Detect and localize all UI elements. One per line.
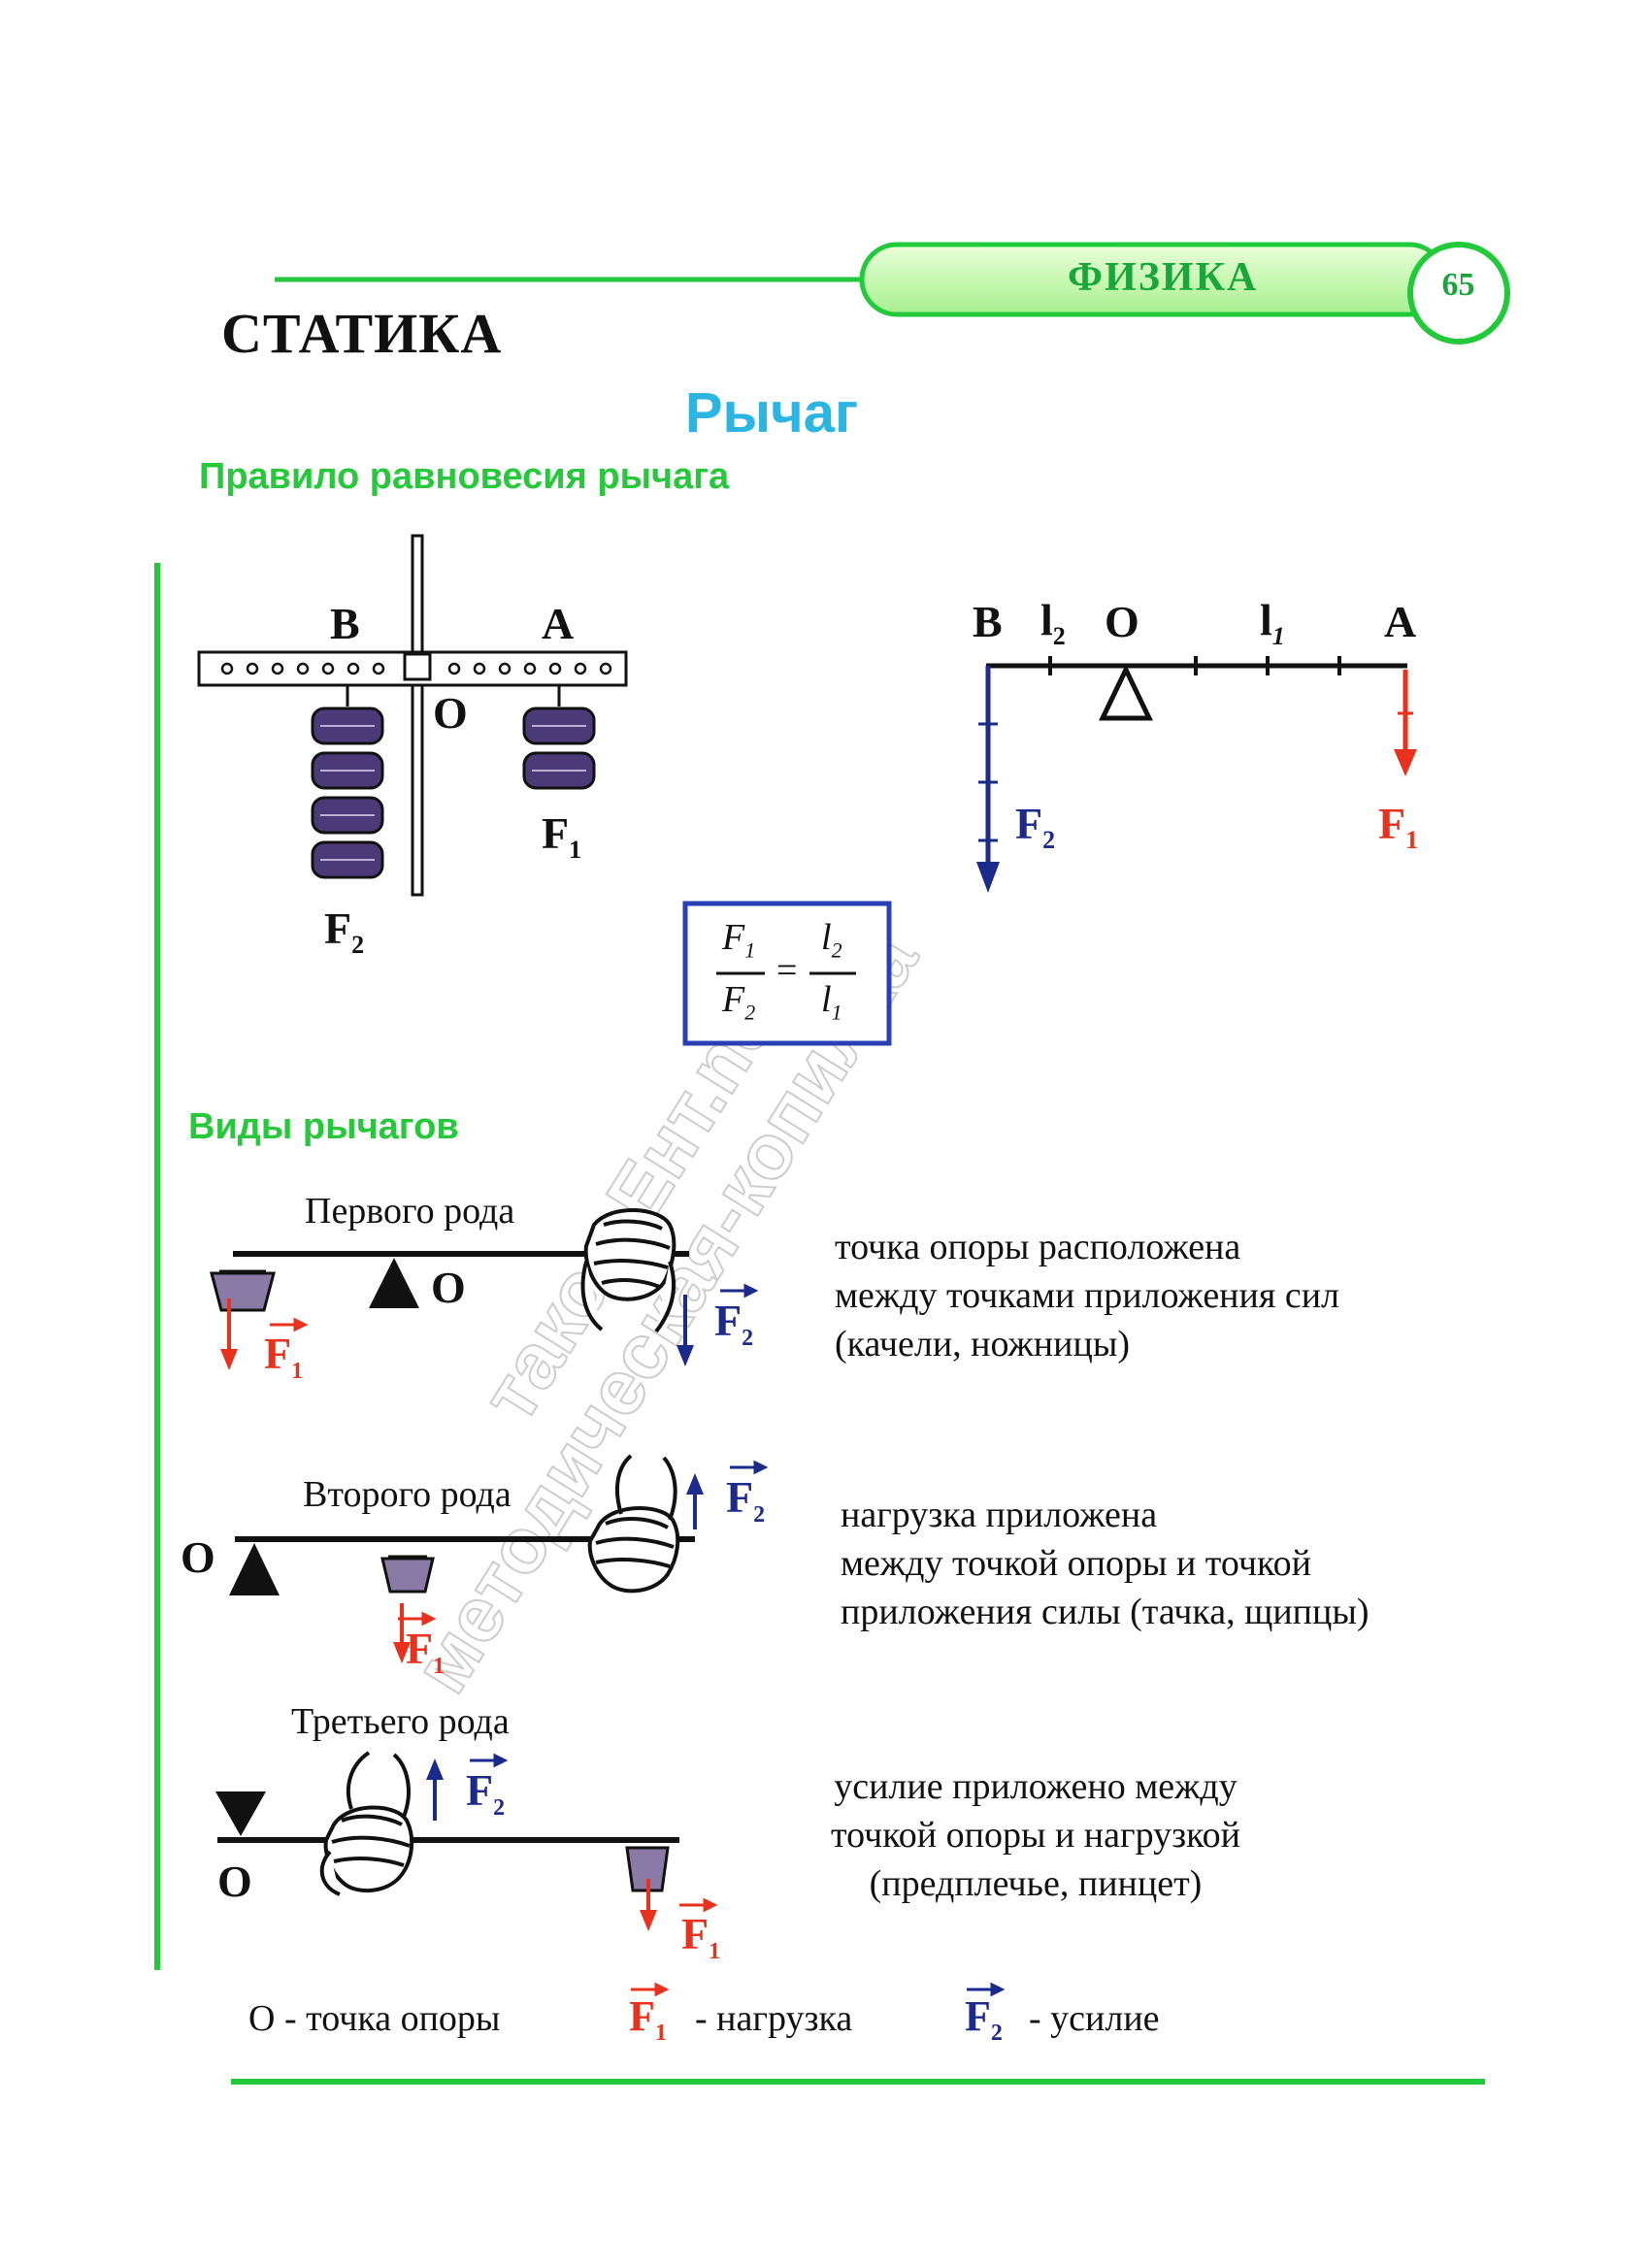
hand-icon (319, 1751, 414, 1896)
formula-equals: = (776, 950, 798, 991)
subject-label: ФИЗИКА (1068, 255, 1259, 300)
lever-model (197, 534, 628, 897)
equilibrium-heading: Правило равновесия рычага (199, 456, 730, 497)
weight-stack-left (311, 707, 384, 879)
load-weight (380, 1557, 435, 1594)
pivot-block (403, 652, 432, 681)
type1-label-f1: F1 (264, 1329, 304, 1385)
model-label-f2: F2 (324, 904, 365, 960)
load-weight (210, 1271, 276, 1312)
beam-holes (220, 662, 612, 675)
type3-label-o: O (217, 1857, 252, 1906)
scheme-label-a: A (1384, 597, 1417, 646)
formula-den-left: F2 (722, 979, 756, 1025)
fulcrum-triangle (1099, 664, 1153, 721)
scheme-label-l2: l2 (1040, 595, 1066, 651)
scheme-label-b: B (973, 597, 1003, 646)
model-label-a: A (542, 599, 575, 648)
type1-label-f2: F2 (714, 1296, 754, 1352)
type3-name: Третьего рода (291, 1701, 510, 1742)
formula-den-right: l1 (821, 979, 842, 1025)
legend-f1-symbol: F1 (629, 1992, 667, 2046)
subject-banner (859, 242, 1510, 345)
section-title: Рычаг (684, 381, 859, 444)
legend-f2-text: - усилие (1029, 1998, 1160, 2039)
legend-f2-symbol: F2 (965, 1992, 1003, 2046)
lever-type-1 (210, 1208, 694, 1370)
formula-num-right: l2 (821, 917, 842, 963)
lever-type-2 (229, 1454, 704, 1663)
legend-f1-text: - нагрузка (695, 1998, 853, 2039)
type3-label-f2: F2 (466, 1765, 506, 1822)
page-frame (154, 277, 1485, 2085)
formula-box (682, 901, 892, 1046)
type1-name: Первого рода (305, 1191, 515, 1232)
type1-description: точка опоры расположена между точками пр… (835, 1227, 1339, 1364)
types-heading: Виды рычагов (188, 1106, 459, 1147)
hand-icon (580, 1208, 676, 1333)
fulcrum-triangle (369, 1258, 419, 1308)
model-label-o: O (433, 688, 468, 738)
type3-label-f1: F1 (681, 1909, 721, 1965)
type3-description: усилие приложено между точкой опоры и на… (831, 1766, 1240, 1904)
type2-label-f2: F2 (726, 1472, 766, 1528)
legend-fulcrum: O - точка опоры (248, 1998, 501, 2039)
page-number: 65 (1441, 267, 1475, 303)
scheme-label-f1: F1 (1378, 799, 1419, 855)
model-label-b: B (330, 599, 360, 648)
scheme-label-l1: l1 (1260, 595, 1285, 651)
fulcrum-triangle (229, 1543, 280, 1595)
lever-type-3 (215, 1751, 679, 1931)
type1-label-o: O (431, 1263, 466, 1312)
scheme-label-o: O (1105, 597, 1139, 646)
type2-description: нагрузка приложена между точкой опоры и … (841, 1495, 1370, 1632)
fulcrum-triangle (215, 1791, 266, 1836)
vector-marks (270, 1283, 1006, 1997)
weight-stack-right (522, 707, 596, 790)
type2-label-o: O (181, 1532, 215, 1582)
hand-icon (587, 1454, 680, 1594)
formula-num-left: F1 (722, 917, 756, 963)
type2-label-f1: F1 (406, 1624, 446, 1680)
model-label-f1: F1 (542, 808, 582, 865)
lever-scheme (976, 656, 1417, 893)
scheme-label-f2: F2 (1015, 799, 1056, 855)
type2-name: Второго рода (303, 1474, 512, 1515)
page-title: СТАТИКА (221, 302, 503, 365)
